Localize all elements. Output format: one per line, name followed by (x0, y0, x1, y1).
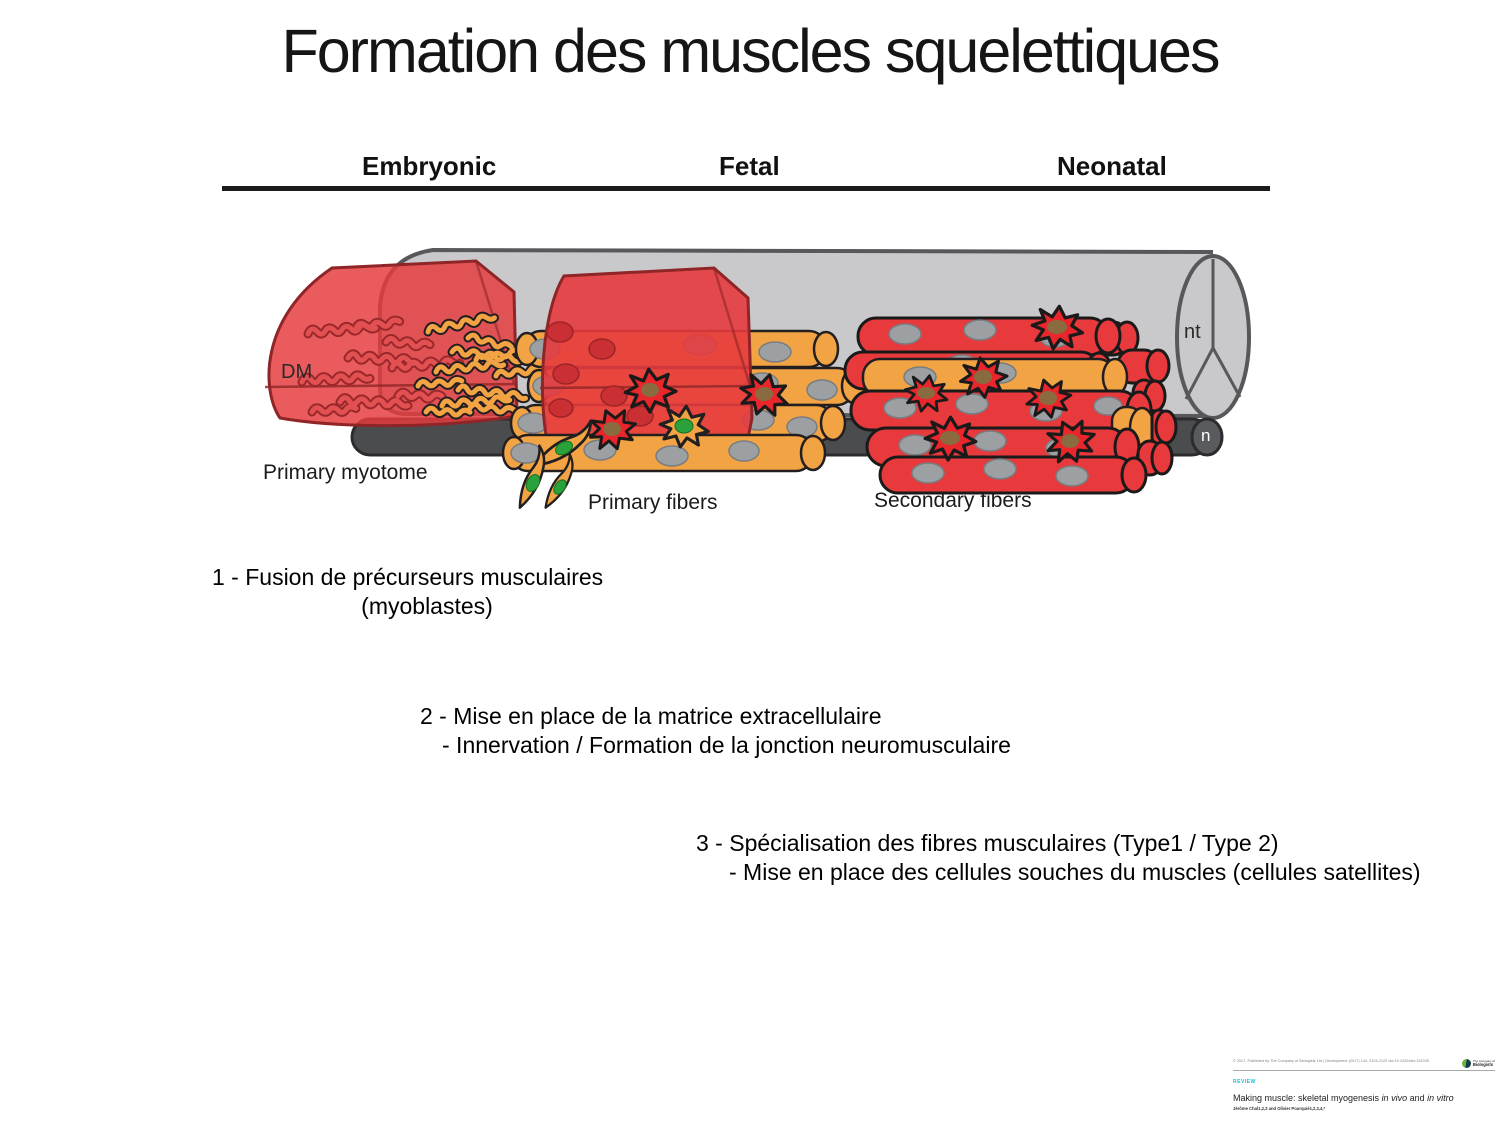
note-3-line-2: - Mise en place des cellules souches du … (729, 859, 1421, 885)
paper-title-connector: and (1407, 1093, 1428, 1103)
review-badge: REVIEW (1233, 1079, 1256, 1085)
fetal-slab-nuclei (546, 321, 654, 427)
fetal-myoblasts (508, 365, 796, 512)
paper-title-prefix: Making muscle: skeletal myogenesis (1233, 1093, 1382, 1103)
stage-label-fetal: Fetal (719, 151, 780, 181)
paper-citation: © 2017. Published by The Company of Biol… (1233, 1059, 1495, 1111)
note-3: 3 - Spécialisation des fibres musculaire… (696, 829, 1421, 887)
note-2-line-1: 2 - Mise en place de la matrice extracel… (420, 703, 882, 729)
neonatal-progenitor-cells (899, 300, 1102, 471)
primary-fiber-front (501, 433, 827, 473)
secondary-fiber-bundle (843, 316, 1178, 495)
label-neural-tube: nt (1184, 321, 1201, 343)
paper-title: Making muscle: skeletal myogenesis in vi… (1233, 1093, 1495, 1103)
neural-tube-cross-section (1175, 254, 1251, 420)
stage-label-embryonic: Embryonic (362, 151, 497, 181)
citation-rule (1233, 1070, 1495, 1071)
citation-publisher-line: © 2017. Published by The Company of Biol… (1233, 1059, 1429, 1063)
paper-title-italic-2: in vitro (1427, 1093, 1454, 1103)
note-1-line-2: (myoblastes) (361, 593, 493, 619)
notochord-cross-section (1190, 417, 1224, 457)
stage-divider-line (222, 186, 1270, 191)
stage-label-neonatal: Neonatal (1057, 151, 1167, 181)
label-primary-myotome: Primary myotome (263, 461, 428, 484)
note-1-line-1: 1 - Fusion de précurseurs musculaires (212, 564, 604, 590)
note-2: 2 - Mise en place de la matrice extracel… (420, 702, 1011, 760)
note-3-line-1: 3 - Spécialisation des fibres musculaire… (696, 830, 1279, 856)
paper-title-italic-1: in vivo (1381, 1093, 1408, 1103)
label-primary-fibers: Primary fibers (588, 491, 718, 514)
journal-logo: The Company of Biologists (1461, 1058, 1495, 1068)
label-secondary-fibers: Secondary fibers (874, 489, 1032, 512)
label-dm: DM (281, 361, 313, 383)
label-notochord: n (1201, 426, 1211, 445)
company-of-biologists-logo-icon (1461, 1059, 1471, 1068)
paper-authors: Jérôme Chal1,2,3 and Olivier Pourquié1,2… (1233, 1106, 1326, 1111)
note-2-line-2: - Innervation / Formation de la jonction… (442, 732, 1011, 758)
dermomyotome-fetal (539, 266, 754, 465)
page-title: Formation des muscles squelettiques (281, 17, 1221, 85)
logo-line-2: Biologists (1472, 1062, 1494, 1067)
logo-line-1: The Company of (1472, 1058, 1495, 1063)
note-1: 1 - Fusion de précurseurs musculaires (m… (212, 563, 642, 621)
